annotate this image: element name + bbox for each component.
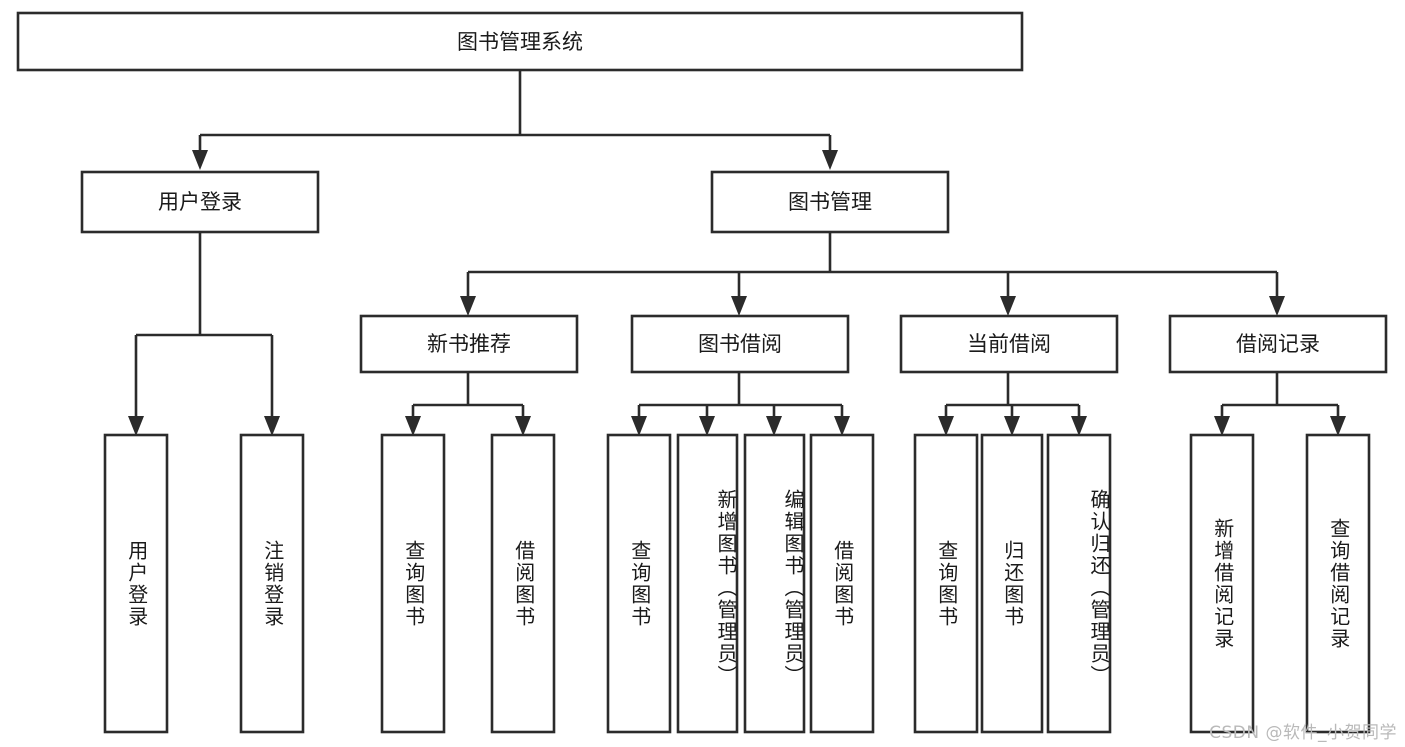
leaf-box-add-book[interactable] [676,433,739,734]
node-current-borrow-box [899,314,1119,374]
arrow-head-leaf-query-book-1 [405,416,421,436]
node-book-borrow[interactable]: 图书借阅 [630,314,850,374]
csdn-watermark: CSDN @软件_小贺同学 [1209,723,1397,743]
connector-book-management-to-level3 [460,232,1285,316]
arrow-head-leaf-query-book-2 [631,416,647,436]
leaf-box-edit-book[interactable] [743,433,806,734]
connector-book-borrow-to-leaves [631,372,850,436]
node-current-borrow[interactable]: 当前借阅 [899,314,1119,374]
node-book-borrow-label: 图书借阅 [698,332,782,356]
arrow-head-leaf-confirm-return [1071,416,1087,436]
arrow-head-book-management [822,150,838,170]
arrow-head-leaf-query-book-3 [938,416,954,436]
arrow-head-leaf-add-record [1214,416,1230,436]
node-user-login-label: 用户登录 [158,190,242,214]
node-root[interactable]: 图书管理系统 [16,11,1024,72]
leaf-box-query-book-2[interactable] [606,433,672,734]
leaf-box-user-login[interactable] [103,433,169,734]
node-new-book-recommend-box [359,314,579,374]
leaf-box-logout[interactable] [239,433,305,734]
node-user-login[interactable]: 用户登录 [80,170,320,234]
node-borrow-record[interactable]: 借阅记录 [1168,314,1388,374]
arrow-head-leaf-edit-book [766,416,782,436]
arrow-head-current-borrow [1000,296,1016,316]
node-root-box [16,11,1024,72]
arrow-head-leaf-borrow-book-1 [515,416,531,436]
arrow-head-user-login [192,150,208,170]
leaf-box-return-book[interactable] [980,433,1044,734]
arrow-head-leaf-add-book [699,416,715,436]
connector-root-to-level2 [192,70,838,170]
arrow-head-borrow-record [1269,296,1285,316]
arrow-head-leaf-borrow-book-2 [834,416,850,436]
arrow-head-leaf-logout [264,416,280,436]
connector-current-borrow-to-leaves [938,372,1087,436]
node-book-management[interactable]: 图书管理 [710,170,950,234]
leaf-box-query-book-1[interactable] [380,433,446,734]
node-book-management-label: 图书管理 [788,190,872,214]
leaf-box-borrow-book-1[interactable] [490,433,556,734]
node-new-book-recommend[interactable]: 新书推荐 [359,314,579,374]
leaf-box-confirm-return[interactable] [1046,433,1112,734]
arrow-head-leaf-return-book [1004,416,1020,436]
arrow-head-book-borrow [731,296,747,316]
node-current-borrow-label: 当前借阅 [967,332,1051,356]
connector-borrow-record-to-leaves [1214,372,1346,436]
node-new-book-recommend-label: 新书推荐 [427,332,511,356]
leaf-box-add-record[interactable] [1189,433,1255,734]
leaf-boxes [103,433,1371,734]
node-borrow-record-box [1168,314,1388,374]
node-root-label: 图书管理系统 [457,30,583,54]
node-borrow-record-label: 借阅记录 [1236,332,1320,356]
arrow-head-leaf-query-record [1330,416,1346,436]
leaf-box-query-book-3[interactable] [913,433,979,734]
node-user-login-box [80,170,320,234]
connector-new-book-recommend-to-leaves [405,372,531,436]
node-book-borrow-box [630,314,850,374]
arrow-head-leaf-user-login [128,416,144,436]
connector-user-login-to-leaves [128,232,280,436]
node-book-management-box [710,170,950,234]
arrow-head-new-book-recommend [460,296,476,316]
leaf-box-borrow-book-2[interactable] [809,433,875,734]
leaf-box-query-record[interactable] [1305,433,1371,734]
